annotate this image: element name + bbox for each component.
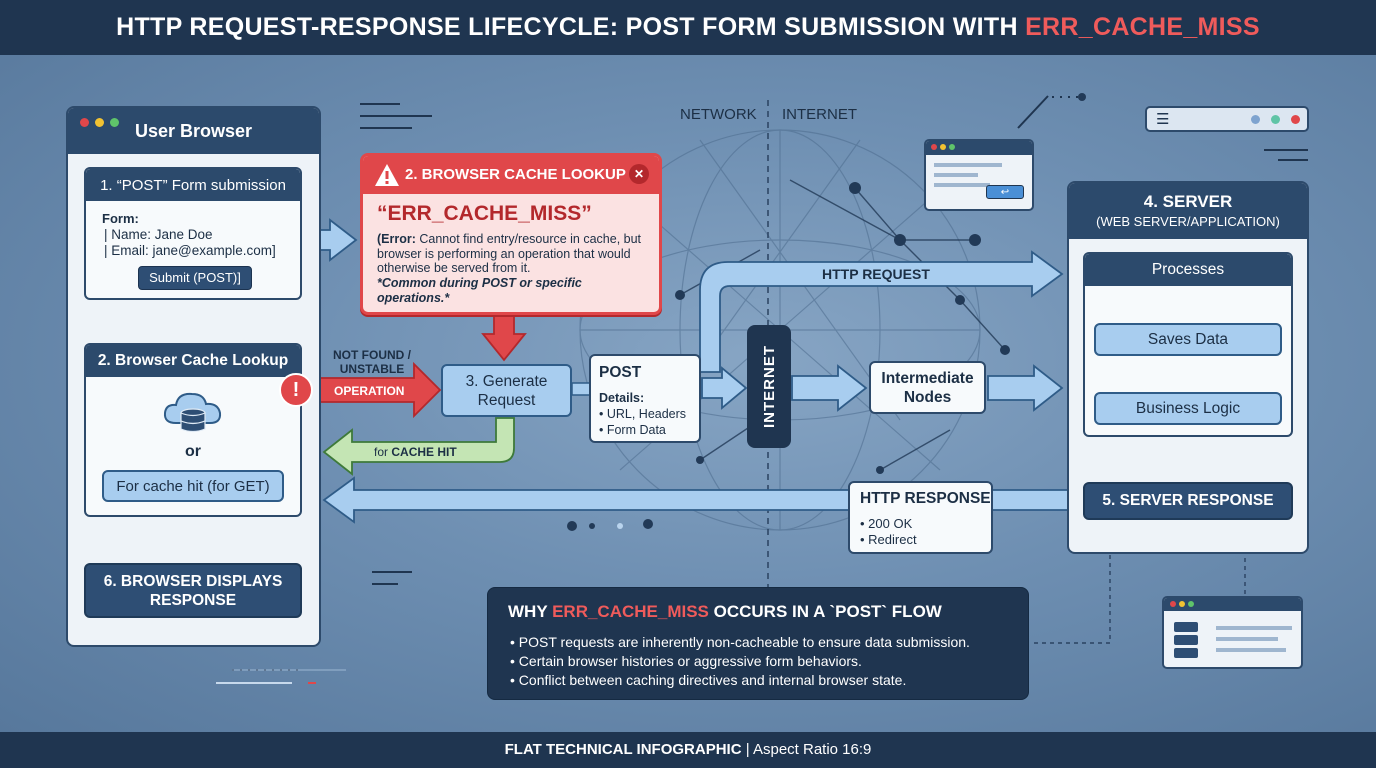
close-icon[interactable]: ✕ [629, 164, 649, 184]
arrow-cache-hit-green [322, 417, 515, 476]
why-bullet: • POST requests are inherently non-cache… [510, 634, 970, 650]
server-response-box: 5. SERVER RESPONSE [1083, 482, 1293, 520]
mini-dot [940, 144, 946, 150]
why-err-cache-miss-box: WHY ERR_CACHE_MISS OCCURS IN A `POST` FL… [487, 587, 1029, 700]
mini-dot [1179, 601, 1185, 607]
form-submission-box: 1. “POST” Form submission Form: | Name: … [84, 167, 302, 300]
intermediate-nodes-box: Intermediate Nodes [869, 361, 986, 414]
error-prefix: (Error: [377, 232, 416, 246]
processes-title: Processes [1085, 254, 1291, 286]
why-bullet: • Conflict between caching directives an… [510, 672, 907, 688]
error-popup-header: 2. BROWSER CACHE LOOKUP ✕ [363, 156, 659, 194]
arrow-icon[interactable]: ↩ [986, 185, 1024, 199]
mini-line [1216, 626, 1292, 630]
server-title: 4. SERVER [1143, 192, 1233, 211]
error-desc-text: Cannot find entry/resource in cache, but… [377, 232, 642, 275]
warning-icon [375, 164, 399, 186]
business-logic-box: Business Logic [1094, 392, 1282, 425]
user-browser-header: User Browser [68, 108, 319, 154]
server-header: 4. SERVER (WEB SERVER/APPLICATION) [1069, 183, 1307, 239]
internet-label: INTERNET [782, 106, 857, 123]
or-label: or [185, 443, 201, 460]
form-label: Form: [102, 211, 139, 226]
arrow-error-down [481, 313, 527, 362]
window-dot-yellow [95, 118, 104, 127]
mini-browser-toolbar: ☰ [1145, 106, 1309, 132]
why-title-highlight: ERR_CACHE_MISS [552, 602, 709, 621]
toolbar-dot-green [1271, 115, 1280, 124]
mini-dot [1188, 601, 1194, 607]
mini-dot [949, 144, 955, 150]
footer-bold: FLAT TECHNICAL INFOGRAPHIC [504, 741, 742, 758]
cache-hit-get-button[interactable]: For cache hit (for GET) [102, 470, 284, 502]
http-response-item: • Redirect [860, 532, 917, 547]
submit-post-button[interactable]: Submit (POST)] [138, 266, 252, 290]
not-found-unstable-label: NOT FOUND / UNSTABLE [333, 348, 411, 376]
post-details-label: Details: [599, 391, 645, 405]
mini-line [934, 173, 978, 177]
post-details-box: POST Details: • URL, Headers • Form Data [589, 354, 701, 443]
error-description: (Error: Cannot find entry/resource in ca… [377, 232, 657, 276]
mini-dot [931, 144, 937, 150]
footer-rest: | Aspect Ratio 16:9 [741, 741, 872, 758]
toolbar-dot-blue [1251, 115, 1260, 124]
toolbar-dot-red [1291, 115, 1300, 124]
http-response-box: HTTP RESPONSE • 200 OK • Redirect [848, 481, 993, 554]
operation-label: OPERATION [334, 384, 405, 398]
mini-server-header [1164, 598, 1301, 611]
err-cache-miss-popup: 2. BROWSER CACHE LOOKUP ✕ “ERR_CACHE_MIS… [360, 153, 662, 315]
form-submission-title: 1. “POST” Form submission [86, 169, 300, 201]
cache-hit-return-label: for CACHE HIT [374, 445, 457, 459]
internet-vertical-label: INTERNET [760, 345, 778, 428]
internet-vertical-block: INTERNET [747, 325, 791, 448]
arrow-not-found-red [305, 361, 442, 419]
why-title: WHY ERR_CACHE_MISS OCCURS IN A `POST` FL… [508, 602, 942, 622]
why-title-suffix: OCCURS IN A `POST` FLOW [708, 602, 942, 621]
mini-dot [1170, 601, 1176, 607]
page-title: HTTP REQUEST-RESPONSE LIFECYCLE: POST FO… [0, 0, 1376, 55]
footer: FLAT TECHNICAL INFOGRAPHIC | Aspect Rati… [0, 732, 1376, 768]
cache-hit-prefix: for [374, 445, 389, 459]
mini-line [934, 183, 990, 187]
why-title-prefix: WHY [508, 602, 553, 621]
browser-cache-lookup-box: 2. Browser Cache Lookup or For cache hit… [84, 343, 302, 517]
error-code: “ERR_CACHE_MISS” [377, 202, 592, 225]
mini-line [1216, 637, 1278, 641]
saves-data-box: Saves Data [1094, 323, 1282, 356]
form-name-line: | Name: Jane Doe [104, 227, 213, 242]
error-popup-title: 2. BROWSER CACHE LOOKUP [405, 166, 626, 183]
window-dot-green [110, 118, 119, 127]
browser-cache-lookup-title: 2. Browser Cache Lookup [86, 345, 300, 377]
form-email-line: | Email: jane@example.com] [104, 243, 276, 258]
generate-request-box: 3. Generate Request [441, 364, 572, 417]
post-title: POST [599, 364, 642, 381]
mini-line [1216, 648, 1286, 652]
mini-window-header [926, 141, 1032, 155]
http-request-label: HTTP REQUEST [822, 266, 930, 282]
alert-circle-icon: ! [279, 373, 313, 407]
menu-icon[interactable]: ☰ [1156, 111, 1170, 128]
network-label: NETWORK [680, 106, 757, 123]
arrow-http-request [699, 250, 1064, 373]
server-subtitle: (WEB SERVER/APPLICATION) [1096, 214, 1280, 229]
post-detail-item: • URL, Headers [599, 407, 687, 421]
http-response-item: • 200 OK [860, 516, 913, 531]
cache-hit-bold: CACHE HIT [391, 445, 457, 459]
error-note: *Common during POST or specific operatio… [377, 276, 582, 305]
user-browser-title: User Browser [134, 121, 253, 141]
mini-server-window [1162, 596, 1303, 669]
why-bullet: • Certain browser histories or aggressiv… [510, 653, 862, 669]
mini-browser-window: ↩ [924, 139, 1034, 211]
http-response-title: HTTP RESPONSE [860, 490, 991, 507]
mini-line [934, 163, 1002, 167]
database-cloud-icon [163, 392, 222, 433]
server-rack-icon [1174, 622, 1198, 660]
title-text: HTTP REQUEST-RESPONSE LIFECYCLE: POST FO… [116, 13, 1026, 41]
window-dot-red [80, 118, 89, 127]
title-highlight: ERR_CACHE_MISS [1025, 13, 1260, 41]
post-detail-item: • Form Data [599, 423, 666, 437]
browser-displays-response-box: 6. BROWSER DISPLAYS RESPONSE [84, 563, 302, 618]
